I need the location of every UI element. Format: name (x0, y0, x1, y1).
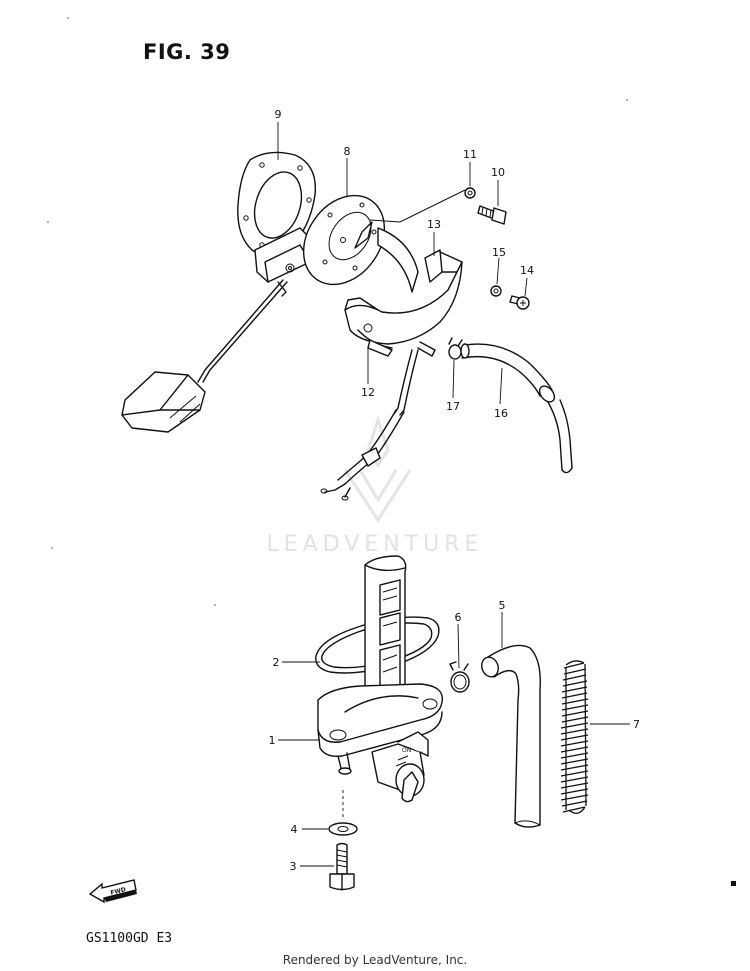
part-2-o-ring (315, 616, 440, 674)
figure-title: FIG. 39 (143, 40, 231, 64)
part-4-washer (328, 822, 358, 836)
callout-4: 4 (291, 823, 298, 836)
callout-10: 10 (491, 166, 505, 179)
callout-17: 17 (446, 400, 460, 413)
part-10-screw (477, 205, 507, 225)
part-8-sender-plate (302, 194, 386, 286)
part-1-fuel-cock: ON (317, 555, 444, 803)
callout-15: 15 (492, 246, 506, 259)
callout-8: 8 (344, 145, 351, 158)
callout-2: 2 (273, 656, 280, 669)
callout-3: 3 (290, 860, 297, 873)
part-15-washer (490, 285, 502, 297)
part-6-clip (449, 661, 470, 693)
callout-7: 7 (633, 718, 640, 731)
render-credit: Rendered by LeadVenture, Inc. (282, 953, 468, 967)
part-7-spring (560, 660, 589, 814)
callout-16: 16 (494, 407, 508, 420)
part-13-guard (377, 227, 463, 293)
watermark-text: LEADVENTURE (266, 532, 484, 557)
callout-5: 5 (499, 599, 506, 612)
fwd-arrow-icon: FWD (88, 879, 137, 904)
callout-13: 13 (427, 218, 441, 231)
svg-text:ON: ON (402, 747, 411, 754)
part-3-bolt (329, 842, 355, 891)
callout-11: 11 (463, 148, 477, 161)
part-17-clamp (448, 337, 463, 360)
leadventure-logo-icon (343, 415, 412, 523)
callout-9: 9 (275, 108, 282, 121)
callout-6: 6 (455, 611, 462, 624)
sender-wire (320, 349, 419, 501)
part-14-screw (509, 295, 530, 310)
fuel-gauge-sender (121, 227, 313, 433)
part-11-washer (464, 187, 476, 199)
callout-14: 14 (520, 264, 534, 277)
part-5-fuel-hose (481, 644, 541, 828)
leader-lines (277, 122, 630, 867)
callout-1: 1 (269, 734, 276, 747)
fwd-label: FWD (110, 886, 127, 897)
model-code: GS1100GD E3 (86, 931, 173, 946)
part-12-lower-cover (344, 261, 463, 357)
part-16-hose (460, 343, 573, 474)
callout-12: 12 (361, 386, 375, 399)
callout-labels: 9 8 11 10 13 15 14 12 17 16 2 1 6 5 7 4 … (269, 108, 641, 873)
